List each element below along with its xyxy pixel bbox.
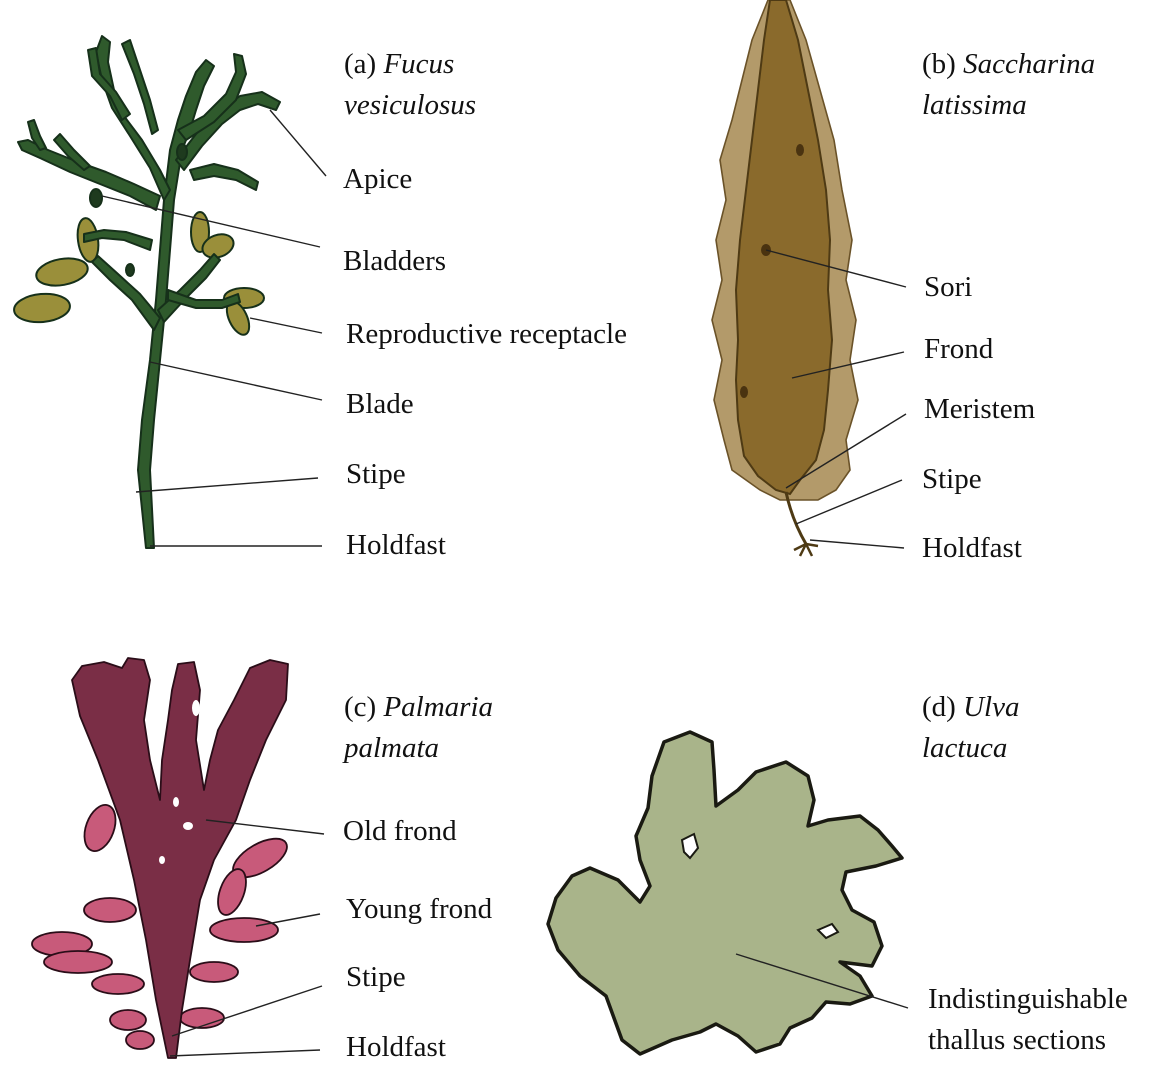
palmaria-label-holdfast: Holdfast [346, 1031, 446, 1063]
fucus-label-stipe: Stipe [346, 458, 406, 490]
ulva-label-line1: Indistinguishable [928, 983, 1128, 1015]
ulva-title-species: lactuca [922, 732, 1007, 764]
saccharina-illustration [712, 0, 858, 556]
saccharina-label-sori: Sori [924, 271, 972, 303]
ulva-label-line2: thallus sections [928, 1024, 1106, 1056]
panel-c-palmaria: (c) Palmaria palmata Old frond Young fro… [32, 658, 493, 1063]
fucus-receptacles [13, 212, 264, 338]
saccharina-label-frond: Frond [924, 333, 994, 365]
saccharina-title: (b) Saccharina [922, 48, 1095, 80]
ulva-thallus [548, 732, 902, 1054]
saccharina-label-meristem: Meristem [924, 393, 1036, 425]
palmaria-label-stipe: Stipe [346, 961, 406, 993]
fucus-illustration [13, 36, 280, 548]
panel-b-saccharina: (b) Saccharina latissima Sori Frond Meri… [712, 0, 1095, 564]
palmaria-illustration [32, 658, 293, 1058]
saccharina-label-holdfast: Holdfast [922, 532, 1022, 564]
fucus-title-species: vesiculosus [344, 89, 476, 121]
fucus-label-bladders: Bladders [343, 245, 446, 277]
panel-d-ulva: (d) Ulva lactuca Indistinguishable thall… [548, 691, 1128, 1056]
fucus-label-apice: Apice [343, 163, 412, 195]
fucus-label-blade: Blade [346, 388, 414, 420]
panel-a-fucus: (a) Fucus vesiculosus Apice Bladders Rep… [13, 36, 627, 561]
fucus-label-holdfast: Holdfast [346, 529, 446, 561]
ulva-illustration [548, 732, 902, 1054]
palmaria-label-old-frond: Old frond [343, 815, 457, 847]
palmaria-label-young-frond: Young frond [346, 893, 493, 925]
saccharina-label-stipe: Stipe [922, 463, 982, 495]
saccharina-holdfast [794, 544, 818, 556]
saccharina-title-species: latissima [922, 89, 1027, 121]
fucus-title: (a) Fucus [344, 48, 454, 80]
palmaria-title-species: palmata [342, 732, 439, 764]
palmaria-title: (c) Palmaria [344, 691, 493, 723]
fucus-label-reproductive-receptacle: Reproductive receptacle [346, 318, 627, 350]
ulva-title: (d) Ulva [922, 691, 1019, 723]
